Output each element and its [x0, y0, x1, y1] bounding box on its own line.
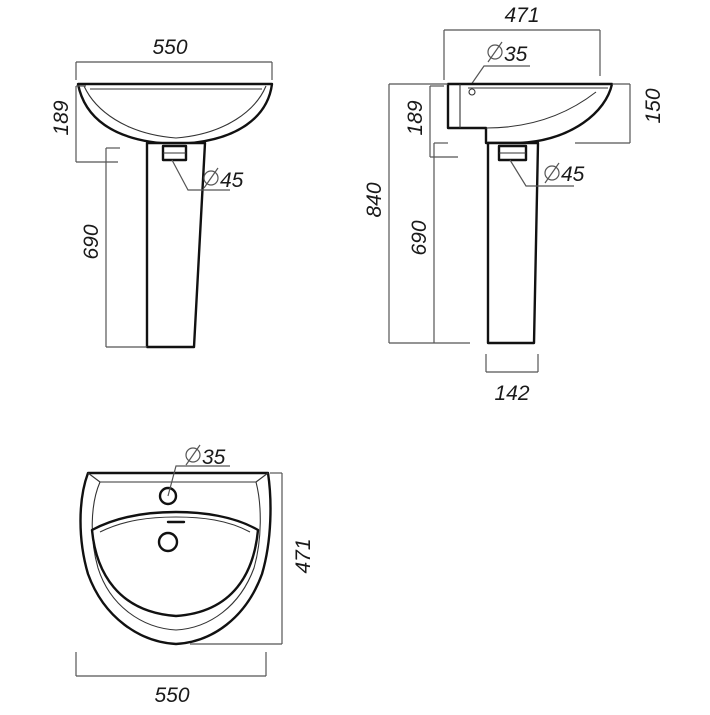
- top-depth-label: 471: [292, 538, 315, 573]
- top-tap-hole-dimension: 35: [167, 444, 230, 497]
- front-waste-label: 45: [220, 169, 244, 192]
- side-waste-dimension: 45: [509, 159, 585, 187]
- side-pedestal-width-dimension: 142: [485, 354, 539, 405]
- side-back-height-dimension: 150: [575, 83, 665, 144]
- top-view: 35 471 550: [75, 444, 315, 707]
- front-bowl-height-dimension: 189: [50, 85, 118, 163]
- side-overall-height-dimension: 840: [363, 83, 470, 344]
- side-pedestal-width-label: 142: [494, 382, 529, 405]
- top-width-dimension: 550: [75, 652, 267, 707]
- diameter-symbol-icon: [487, 41, 503, 63]
- top-tap-hole-label: 35: [202, 446, 226, 469]
- side-pedestal-height-dimension: 690: [408, 142, 448, 343]
- side-depth-label: 471: [504, 4, 539, 27]
- front-width-dimension: 550: [75, 36, 273, 80]
- side-depth-dimension: 471: [443, 4, 601, 80]
- top-tap-hole: [158, 486, 178, 506]
- side-pedestal: [486, 141, 540, 345]
- side-waste-label: 45: [561, 163, 585, 186]
- top-bowl-opening: [90, 510, 260, 618]
- front-pedestal: [145, 141, 207, 349]
- side-tap-hole-label: 35: [504, 43, 528, 66]
- top-width-label: 550: [154, 684, 189, 707]
- front-pedestal-height-dimension: 690: [80, 147, 147, 348]
- side-back-height-label: 150: [642, 88, 665, 123]
- side-tap-hole-dimension: 35: [465, 41, 530, 93]
- front-view: 550 45 189: [50, 36, 274, 349]
- front-width-label: 550: [152, 36, 187, 59]
- top-depth-dimension: 471: [190, 472, 315, 645]
- side-basin-profile: [446, 82, 614, 145]
- front-bowl-height-label: 189: [50, 100, 73, 135]
- top-waste-hole: [157, 531, 179, 553]
- side-bowl-height-label: 189: [404, 100, 427, 135]
- side-bowl-height-dimension: 189: [404, 85, 458, 158]
- front-basin-bowl: [76, 82, 274, 146]
- diameter-symbol-icon: [185, 444, 201, 466]
- side-pedestal-height-label: 690: [408, 220, 431, 255]
- side-overall-height-label: 840: [363, 182, 386, 217]
- front-waste-dimension: 45: [171, 159, 244, 192]
- diameter-symbol-icon: [544, 162, 560, 184]
- diameter-symbol-icon: [203, 167, 219, 189]
- front-pedestal-height-label: 690: [80, 224, 103, 259]
- side-view: 471 35 150: [363, 4, 665, 405]
